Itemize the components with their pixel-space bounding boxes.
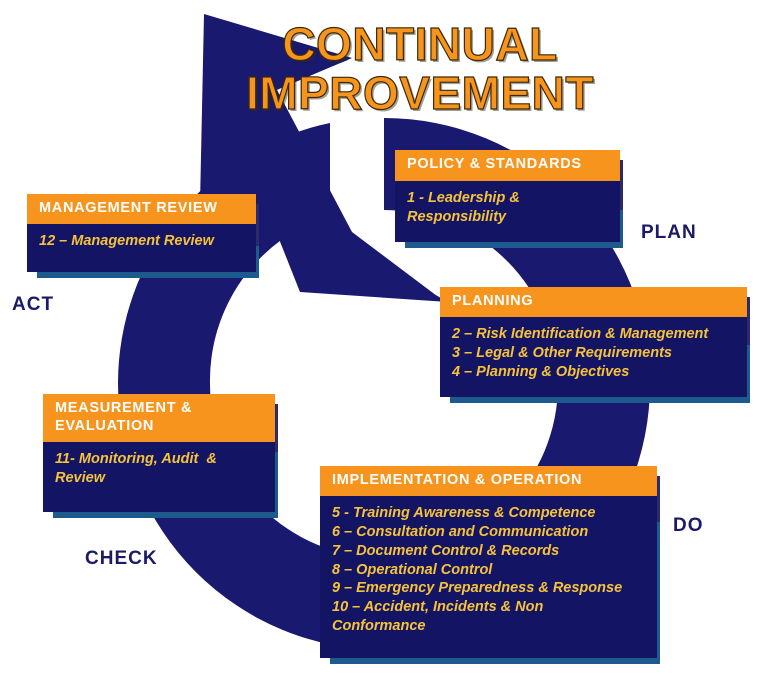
box-header-planning: PLANNING bbox=[440, 287, 747, 317]
page-title: CONTINUAL IMPROVEMENT bbox=[210, 18, 630, 119]
box-header-management-review: MANAGEMENT REVIEW bbox=[27, 194, 256, 224]
list-item: 2 – Risk Identification & Management bbox=[452, 326, 709, 342]
box-measurement-evaluation: MEASUREMENT & EVALUATION 11- Monitoring,… bbox=[43, 394, 278, 518]
list-item: 3 – Legal & Other Requirements bbox=[452, 344, 672, 361]
box-body-planning: 2 – Risk Identification & Management 3 –… bbox=[440, 317, 747, 397]
box-header-policy-standards: POLICY & STANDARDS bbox=[395, 150, 620, 181]
box-body-management-review: 12 – Management Review bbox=[27, 224, 256, 272]
list-item: 8 – Operational Control bbox=[332, 561, 493, 578]
title-line-2: IMPROVEMENT bbox=[245, 66, 594, 119]
list-item: 12 – Management Review bbox=[39, 233, 214, 249]
box-shadow-bottom bbox=[450, 393, 750, 403]
list-item: Responsibility bbox=[407, 208, 507, 225]
cycle-label-plan: PLAN bbox=[641, 222, 697, 243]
box-planning: PLANNING 2 – Risk Identification & Manag… bbox=[440, 287, 750, 403]
list-item: 1 - Leadership & bbox=[407, 190, 520, 206]
box-shadow-bottom bbox=[37, 268, 259, 278]
cycle-label-check: CHECK bbox=[85, 548, 158, 569]
box-management-review: MANAGEMENT REVIEW 12 – Management Review bbox=[27, 194, 259, 278]
box-body-measurement-evaluation: 11- Monitoring, Audit & Review bbox=[43, 442, 275, 512]
list-item: Conformance bbox=[332, 618, 426, 635]
box-header-measurement-evaluation: MEASUREMENT & EVALUATION bbox=[43, 394, 275, 442]
list-item: 7 – Document Control & Records bbox=[332, 542, 560, 559]
box-header-implementation-operation: IMPLEMENTATION & OPERATION bbox=[320, 466, 657, 496]
box-shadow-bottom bbox=[405, 238, 623, 248]
list-item: Review bbox=[55, 469, 105, 486]
list-item: 6 – Consultation and Communication bbox=[332, 523, 589, 540]
list-item: 5 - Training Awareness & Competence bbox=[332, 505, 596, 521]
title-line-1: CONTINUAL bbox=[282, 18, 558, 70]
cycle-label-act: ACT bbox=[12, 294, 55, 315]
list-item: 11- Monitoring, Audit & bbox=[55, 451, 217, 467]
box-shadow-bottom bbox=[330, 654, 660, 664]
list-item: 4 – Planning & Objectives bbox=[452, 363, 630, 380]
box-shadow-bottom bbox=[53, 508, 278, 518]
box-policy-standards: POLICY & STANDARDS 1 - Leadership & Resp… bbox=[395, 150, 623, 248]
cycle-label-do: DO bbox=[673, 515, 704, 536]
list-item: 9 – Emergency Preparedness & Response bbox=[332, 580, 623, 597]
list-item: 10 – Accident, Incidents & Non bbox=[332, 599, 544, 616]
box-implementation-operation: IMPLEMENTATION & OPERATION 5 - Training … bbox=[320, 466, 660, 664]
box-body-policy-standards: 1 - Leadership & Responsibility bbox=[395, 181, 620, 242]
box-body-implementation-operation: 5 - Training Awareness & Competence 6 – … bbox=[320, 496, 657, 658]
